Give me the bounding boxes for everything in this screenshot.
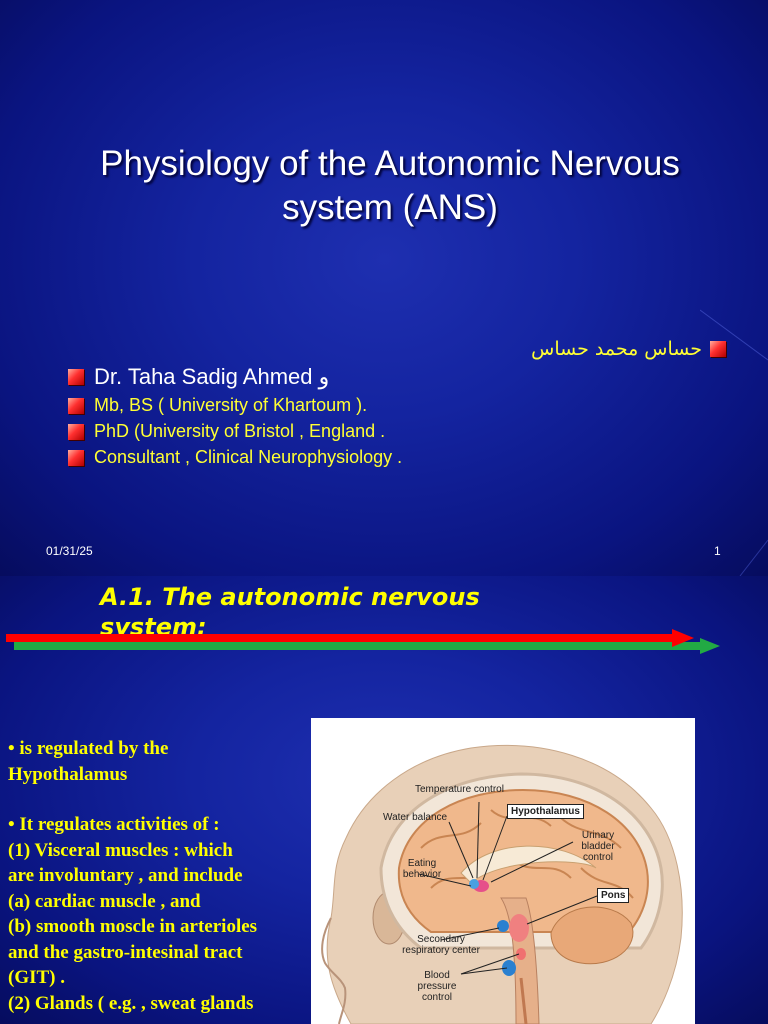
text-line: are involuntary , and include <box>8 865 243 886</box>
label-eating: Eating behavior <box>402 858 442 880</box>
bullet-text: Consultant , Clinical Neurophysiology . <box>94 447 403 467</box>
body-text: • is regulated by the Hypothalamus • It … <box>8 736 310 1016</box>
bullet-item-consultant: Consultant , Clinical Neurophysiology . <box>68 447 402 468</box>
square-bullet-icon <box>710 341 726 357</box>
text-line: (GIT) . <box>8 967 65 988</box>
slide-title: Physiology of the Autonomic Nervous syst… <box>100 144 680 227</box>
slide-1: Physiology of the Autonomic Nervous syst… <box>0 0 768 576</box>
text-line: (b) smooth moscle in arterioles <box>8 916 258 937</box>
arrow-divider-icon <box>6 629 720 654</box>
slide-2: A.1. The autonomic nervous system: • is … <box>0 576 768 1024</box>
label-blood: Blood pressure control <box>417 970 457 1003</box>
slide-title: A.1. The autonomic nervous system: <box>100 583 480 641</box>
text-line: and the gastro-intesinal tract <box>8 941 243 963</box>
square-bullet-icon <box>68 449 84 466</box>
page-number: 1 <box>714 544 721 558</box>
bullet-text: Mb, BS ( University of Khartoum ). <box>94 395 368 415</box>
text-line: • It regulates activities of : <box>8 814 220 835</box>
label-urinary: Urinary bladder control <box>581 830 615 863</box>
text-line: (a) cardiac muscle , and <box>8 890 201 912</box>
label-secondary: Secondary respiratory center <box>402 934 480 956</box>
label-pons: Pons <box>597 888 630 903</box>
label-hypothalamus: Hypothalamus <box>507 804 584 819</box>
square-bullet-icon <box>68 397 84 414</box>
text-line: (2) Glands ( e.g. , sweat glands <box>8 992 254 1014</box>
square-bullet-icon <box>68 369 84 385</box>
spacer <box>8 787 310 812</box>
square-bullet-icon <box>68 423 84 440</box>
brain-illustration-icon <box>321 745 683 1024</box>
text-line: • is regulated by the <box>8 738 169 759</box>
bullet-item-degree: Mb, BS ( University of Khartoum ). <box>68 395 367 416</box>
footer-date: 01/31/25 <box>46 544 93 558</box>
brain-diagram: Temperature control Water balance Hypoth… <box>311 718 695 1024</box>
bullet-text: PhD (University of Bristol , England . <box>94 421 386 441</box>
text-line: Hypothalamus <box>8 763 128 785</box>
label-temperature: Temperature control <box>415 784 504 795</box>
label-water: Water balance <box>383 812 448 823</box>
author-arabic-text: حساس محمد حساس <box>531 338 702 360</box>
author-arabic-name: حساس محمد حساس <box>531 338 726 360</box>
bullet-item-author: Dr. Taha Sadig Ahmed و <box>68 364 329 390</box>
decorative-lines <box>700 309 768 576</box>
text-line: (1) Visceral muscles : which <box>8 839 233 861</box>
bullet-text: Dr. Taha Sadig Ahmed و <box>94 364 330 389</box>
bullet-item-phd: PhD (University of Bristol , England . <box>68 421 385 442</box>
